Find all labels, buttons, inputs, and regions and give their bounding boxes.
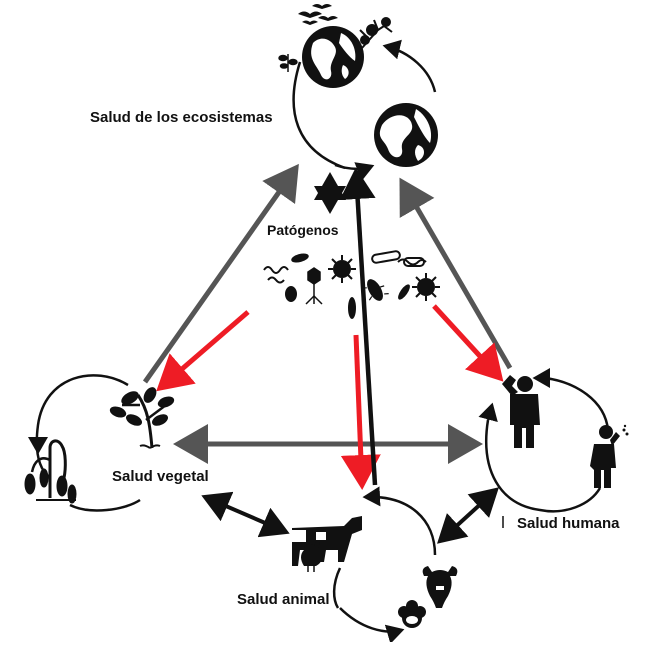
- tree-icon: [359, 17, 393, 49]
- cow-icon: [292, 516, 362, 566]
- plant-health-label: Salud vegetal: [112, 468, 209, 485]
- arrow-animal-to-ecosystem: [339, 167, 378, 486]
- person-coughing-icon: [590, 424, 629, 488]
- virus-icon: [328, 255, 356, 283]
- pathogens-label: Patógenos: [267, 222, 339, 238]
- arrow-pathogen-to-animal: [340, 334, 381, 490]
- bacteria-icon: [348, 297, 356, 319]
- bacteria-icon: [371, 250, 427, 267]
- bacteriophage-icon: [305, 267, 323, 305]
- arrow-human-to-ecosystem: [399, 177, 513, 370]
- virus-icon: [412, 273, 440, 301]
- arrow-plant-to-ecosystem: [142, 163, 299, 384]
- plant-sprout-icon: [278, 54, 298, 72]
- animal-health-label: Salud animal: [237, 591, 330, 608]
- bacteria-icon: [285, 286, 297, 302]
- bull-icon: [422, 566, 458, 608]
- pathogen-icons: [263, 250, 440, 319]
- arrow-human-animal: [437, 487, 499, 544]
- ecosystem-health-label: Salud de los ecosistemas: [90, 109, 273, 126]
- human-cycle: [478, 368, 610, 513]
- arrow-plant-animal: [201, 491, 290, 538]
- sheep-icon: [398, 600, 426, 628]
- bacteria-icon: [362, 279, 389, 301]
- arrow-pathogen-to-plant: [156, 310, 250, 392]
- bacteria-icon: [263, 266, 289, 284]
- globe-icon: [374, 103, 438, 167]
- plant-cycle: [28, 374, 141, 512]
- human-health-label: Salud humana: [517, 515, 620, 532]
- arrow-pathogen-to-human: [432, 304, 504, 382]
- animal-cycle: [332, 486, 437, 644]
- bacteria-icon: [291, 253, 309, 263]
- wilted-plant-icon: [24, 439, 77, 504]
- birds-icon: [298, 4, 338, 25]
- person-headache-icon: [502, 375, 540, 448]
- plant-sprout-icon: [109, 387, 175, 449]
- bacteria-icon: [398, 284, 410, 300]
- chicken-icon: [301, 540, 323, 572]
- globe-icon: [302, 26, 364, 88]
